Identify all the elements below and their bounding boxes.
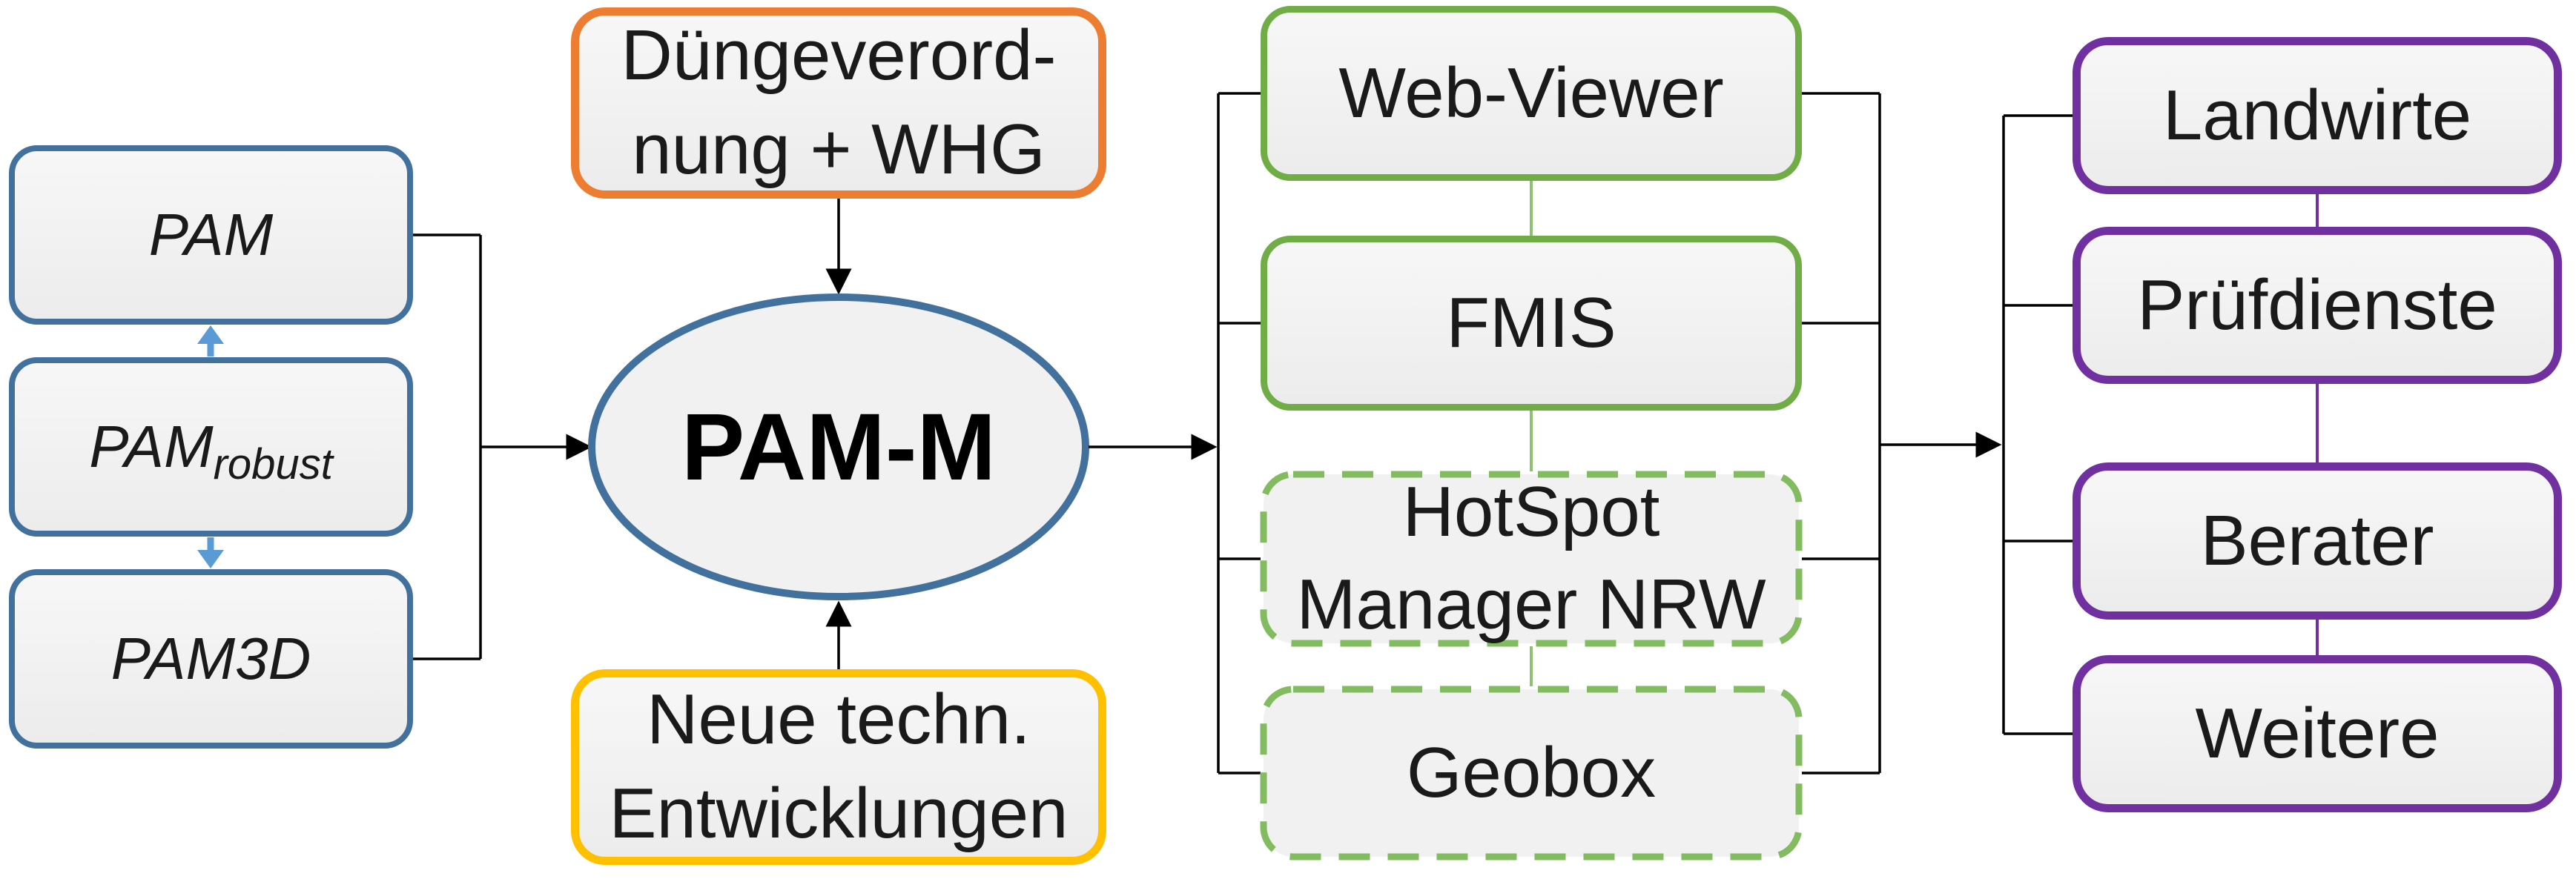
node-fmis-label: FMIS xyxy=(1446,283,1616,362)
pam-m-ellipse xyxy=(588,293,1089,600)
node-pam3d: PAM3D xyxy=(9,569,413,749)
dashed-product-outlines xyxy=(1260,471,1803,860)
node-pam3d-label: PAM3D xyxy=(110,626,311,691)
driver-technology-line2: Entwicklungen xyxy=(609,774,1069,853)
node-neue-techn-entwicklungen: Neue techn. Entwicklungen xyxy=(571,669,1106,865)
node-hotspot-manager-nrw: HotSpot Manager NRW xyxy=(1261,471,1802,646)
node-web-viewer-label: Web-Viewer xyxy=(1338,53,1724,133)
node-berater-label: Berater xyxy=(2200,501,2434,580)
model-exchange-arrows xyxy=(197,325,224,568)
node-duengeverordnung-whg: Düngeverord- nung + WHG xyxy=(571,7,1106,199)
driver-regulation-line1: Düngeverord- xyxy=(621,16,1057,96)
node-geobox: Geobox xyxy=(1261,686,1802,860)
node-hotspot-line2: Manager NRW xyxy=(1296,565,1766,644)
node-weitere-label: Weitere xyxy=(2195,694,2440,773)
left-bracket-lines xyxy=(413,233,592,660)
node-berater: Berater xyxy=(2073,462,2562,620)
node-pam-m-label: PAM-M xyxy=(681,394,997,500)
driver-technology-line1: Neue techn. xyxy=(647,680,1031,760)
node-geobox-label: Geobox xyxy=(1406,732,1657,812)
products-left-bracket xyxy=(1089,92,1261,774)
node-pam-label: PAM xyxy=(148,202,274,268)
node-weitere: Weitere xyxy=(2073,655,2562,812)
products-right-bracket xyxy=(1802,92,2073,774)
node-fmis: FMIS xyxy=(1261,236,1802,411)
driver-regulation-line2: nung + WHG xyxy=(632,110,1046,189)
node-hotspot-line1: HotSpot xyxy=(1402,472,1660,552)
node-pam: PAM xyxy=(9,145,413,325)
node-web-viewer: Web-Viewer xyxy=(1261,6,1802,181)
node-landwirte: Landwirte xyxy=(2073,37,2562,194)
node-landwirte-label: Landwirte xyxy=(2162,76,2472,155)
node-pruefdienste-label: Prüfdienste xyxy=(2137,265,2497,345)
node-pruefdienste: Prüfdienste xyxy=(2073,227,2562,384)
